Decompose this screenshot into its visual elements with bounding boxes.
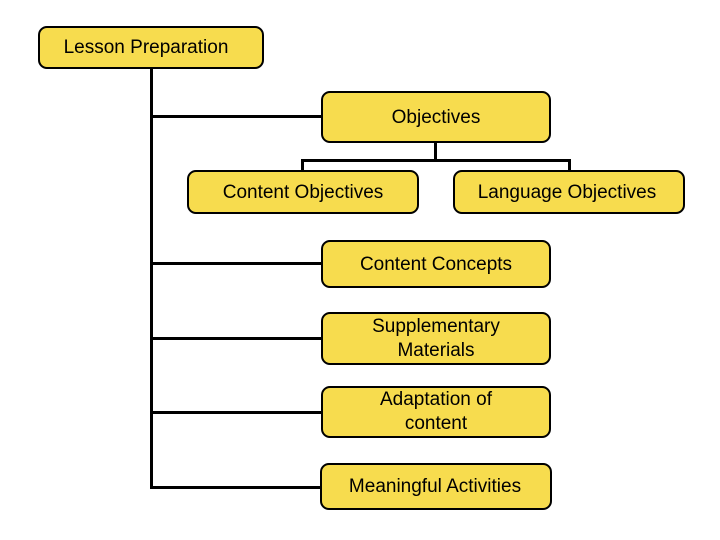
node-lesson-preparation[interactable]: Lesson Preparation <box>38 26 264 69</box>
node-meaningful-activities[interactable]: Meaningful Activities <box>320 463 552 510</box>
connector-to-content-objectives <box>301 159 304 173</box>
node-objectives[interactable]: Objectives <box>321 91 551 143</box>
node-content-concepts[interactable]: Content Concepts <box>321 240 551 288</box>
node-label-lesson-preparation: Lesson Preparation <box>63 37 229 58</box>
connector-to-objectives <box>150 115 324 118</box>
node-adaptation-of-content[interactable]: Adaptation of content <box>321 386 551 438</box>
node-label-language-objectives: Language Objectives <box>477 181 657 203</box>
connector-to-language-objectives <box>568 159 571 173</box>
node-label-line-1: Supplementary <box>372 315 500 337</box>
node-content-objectives[interactable]: Content Objectives <box>187 170 419 214</box>
connector-objectives-drop <box>434 143 437 162</box>
node-label-line-2: content <box>404 413 468 434</box>
node-label-line-2: Materials <box>397 339 475 361</box>
node-label-content-objectives: Content Objectives <box>222 181 384 203</box>
connector-to-meaningful-activities <box>150 486 324 489</box>
node-label-line-1: Adaptation of <box>380 389 492 410</box>
node-supplementary-materials[interactable]: Supplementary Materials <box>321 312 551 365</box>
connector-to-adaptation <box>150 411 324 414</box>
node-label-supplementary-materials: Supplementary Materials <box>323 315 549 363</box>
node-language-objectives[interactable]: Language Objectives <box>453 170 685 214</box>
node-label-adaptation-of-content: Adaptation of content <box>323 388 549 436</box>
node-label-content-concepts: Content Concepts <box>359 253 513 275</box>
connector-trunk-vertical <box>150 68 153 489</box>
node-label-meaningful-activities: Meaningful Activities <box>348 476 522 497</box>
connector-to-supplementary-materials <box>150 337 324 340</box>
node-label-objectives: Objectives <box>391 106 481 128</box>
connector-to-content-concepts <box>150 262 324 265</box>
connector-objectives-bracket <box>301 159 571 162</box>
